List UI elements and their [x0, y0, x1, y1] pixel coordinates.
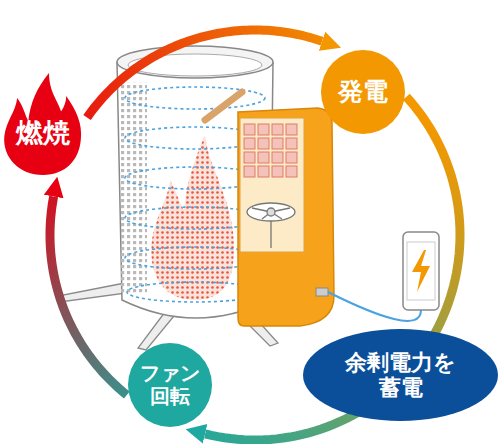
fan-circle: ファン 回転 — [128, 343, 212, 427]
storage-ellipse: 余剰電力を 蓄電 — [303, 329, 498, 421]
power-module — [238, 108, 334, 326]
fan-symbol — [247, 203, 295, 248]
cycle-arrow — [50, 197, 127, 395]
cycle-arrow — [87, 30, 322, 118]
combustion-flame: 燃焼 — [0, 72, 86, 176]
node-label: 燃焼 — [16, 117, 70, 148]
node-label: ファン 回転 — [134, 362, 206, 408]
node-label: 余剰電力を 蓄電 — [336, 350, 466, 401]
node-label: 発電 — [338, 78, 388, 107]
generation-circle: 発電 — [321, 50, 405, 134]
phone-illustration — [328, 232, 439, 321]
